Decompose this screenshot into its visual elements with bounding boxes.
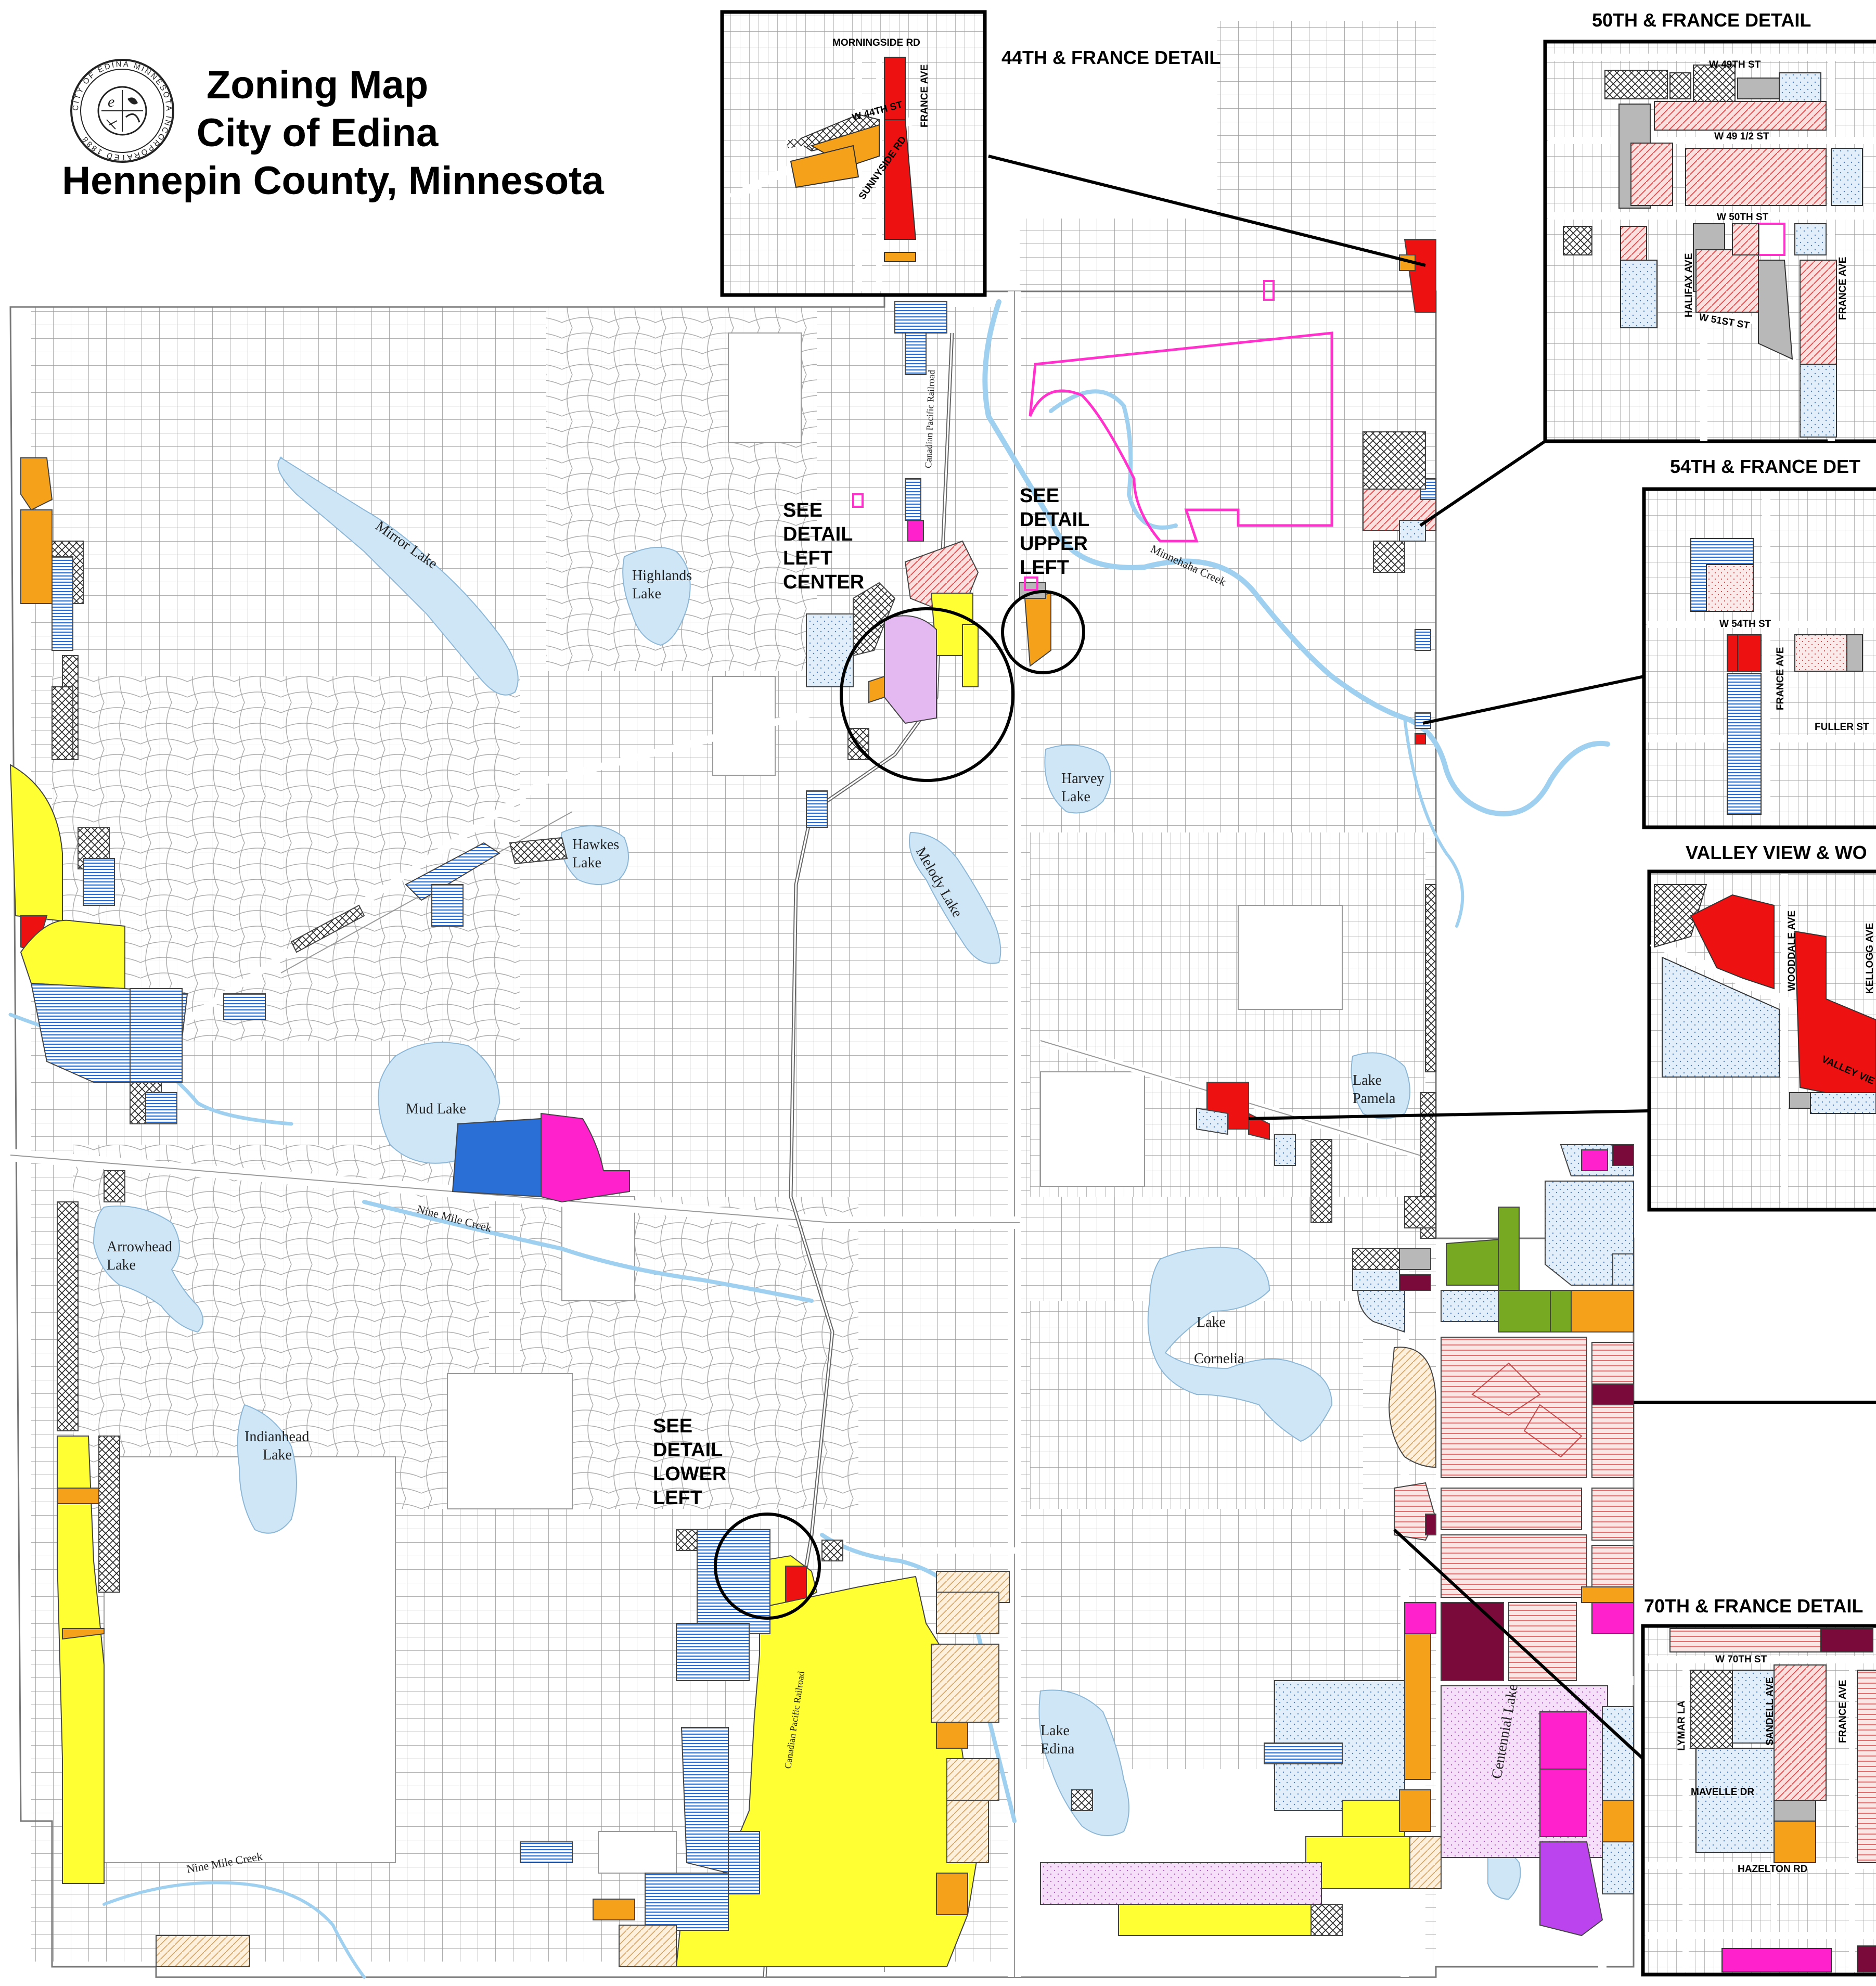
- indianhead-lake-label-2: Lake: [263, 1447, 292, 1463]
- inset-70th-france: W 70TH ST LYMAR LA SANDELL AVE FRANCE AV…: [1641, 1624, 1876, 1977]
- inset-70-w70-label: W 70TH ST: [1715, 1654, 1767, 1665]
- inset-50th-france: W 49TH ST W 49 1/2 ST W 50TH ST HALIFAX …: [1543, 40, 1876, 443]
- inset-44-france-label: FRANCE AVE: [919, 65, 930, 127]
- detail-header-70th: 70TH & FRANCE DETAIL: [1644, 1595, 1864, 1617]
- inset-70-sandell-label: SANDELL AVE: [1765, 1677, 1776, 1746]
- inset-44th-france: MORNINGSIDE RD W 44TH ST FRANCE AVE SUNN…: [720, 10, 987, 297]
- highlands-lake: [622, 547, 691, 646]
- inset-50-w49half-label: W 49 1/2 ST: [1714, 131, 1769, 142]
- harvey-lake-label-2: Lake: [1061, 789, 1090, 805]
- inset-44-morningside-label: MORNINGSIDE RD: [832, 37, 920, 48]
- inset-70-france-label: FRANCE AVE: [1838, 1680, 1848, 1743]
- lake-pamela: [1351, 1052, 1410, 1119]
- lake-edina-label-2: Edina: [1040, 1741, 1075, 1757]
- inset-50-w49-label: W 49TH ST: [1709, 59, 1761, 70]
- harvey-lake: [1044, 745, 1111, 814]
- leader-70th: [1393, 1528, 1644, 1760]
- inset-54-w54-label: W 54TH ST: [1719, 619, 1771, 630]
- svg-text:e: e: [108, 93, 114, 110]
- lake-cornelia: [1147, 1247, 1333, 1442]
- highlands-lake-label-1: Highlands: [632, 568, 692, 584]
- detail-header-50th: 50TH & FRANCE DETAIL: [1592, 9, 1811, 31]
- leader-54th: [1422, 675, 1644, 725]
- callout-circle-left-center: [840, 607, 1014, 782]
- callout-text-lower-left: SEE DETAIL LOWER LEFT: [653, 1415, 727, 1509]
- lake-cornelia-label-1: Lake: [1197, 1314, 1226, 1330]
- hawkes-lake: [560, 825, 629, 885]
- inset-valley-view: WOODDALE AVE KELLOGG AVE VALLEY VIE: [1647, 869, 1876, 1212]
- map-title-line1: Zoning Map: [206, 63, 429, 107]
- detail-header-44th: 44TH & FRANCE DETAIL: [1001, 47, 1221, 68]
- leader-44th: [988, 155, 1426, 267]
- inset-70-mavelle-label: MAVELLE DR: [1691, 1787, 1754, 1798]
- lakes: [93, 457, 1521, 1900]
- inset-50-halifax-label: HALIFAX AVE: [1684, 253, 1694, 317]
- inset-70-hazelton-label: HAZELTON RD: [1738, 1864, 1807, 1875]
- map-title-line3: Hennepin County, Minnesota: [62, 159, 604, 203]
- leader-50th: [1419, 440, 1546, 527]
- harvey-lake-label-1: Harvey: [1061, 771, 1104, 787]
- lake-pamela-label-2: Pamela: [1353, 1091, 1396, 1107]
- indianhead-lake: [237, 1404, 297, 1534]
- callout-text-left-center: SEE DETAIL LEFT CENTER: [783, 499, 865, 593]
- inset-vv-kellogg-label: KELLOGG AVE: [1865, 923, 1875, 994]
- mirror-lake: [277, 457, 519, 696]
- callout-circle-lower-left: [714, 1513, 821, 1620]
- lake-edina: [1038, 1689, 1129, 1836]
- lake-edina-label-1: Lake: [1040, 1723, 1070, 1739]
- hawkes-lake-label-1: Hawkes: [572, 837, 619, 853]
- map-title-line2: City of Edina: [196, 111, 439, 155]
- inset-50-w50-label: W 50TH ST: [1717, 212, 1769, 223]
- lake-cornelia-label-2: Cornelia: [1194, 1351, 1244, 1367]
- mud-lake-label: Mud Lake: [406, 1101, 466, 1117]
- inset-70-lymar-label: LYMAR LA: [1676, 1700, 1687, 1751]
- arrowhead-lake: [93, 1206, 203, 1333]
- centennial-lake-south: [1487, 1850, 1521, 1900]
- inset-50-france-label: FRANCE AVE: [1838, 257, 1848, 320]
- callout-text-upper-left: SEE DETAIL UPPER LEFT: [1020, 485, 1090, 579]
- callout-circle-upper-left: [1001, 590, 1085, 674]
- melody-lake: [909, 831, 1001, 964]
- inset-54-fuller-label: FULLER ST: [1815, 722, 1869, 733]
- lake-pamela-label-1: Lake: [1353, 1072, 1382, 1088]
- zoning-districts: [9, 239, 1634, 1967]
- inset-vv-wooddale-label: WOODDALE AVE: [1787, 911, 1797, 991]
- inset-54-france-label: FRANCE AVE: [1775, 647, 1786, 710]
- hawkes-lake-label-2: Lake: [572, 855, 601, 871]
- highlands-lake-label-2: Lake: [632, 586, 661, 602]
- detail-header-valley-view: VALLEY VIEW & WO: [1686, 842, 1867, 863]
- arrowhead-lake-label-2: Lake: [107, 1257, 136, 1273]
- indianhead-lake-label-1: Indianhead: [245, 1429, 309, 1445]
- leader-valley-view: [1248, 1109, 1650, 1120]
- inset-54th-france: W 54TH ST FRANCE AVE FULLER ST: [1642, 487, 1876, 829]
- callouts: [714, 155, 1876, 1760]
- city-seal: e CITY OF EDINA MINNESOTA INCORPORATED 1…: [70, 59, 174, 163]
- parcel-grid: [9, 21, 1635, 1978]
- detail-header-54th: 54TH & FRANCE DET: [1670, 456, 1861, 477]
- arrowhead-lake-label-1: Arrowhead: [107, 1239, 172, 1255]
